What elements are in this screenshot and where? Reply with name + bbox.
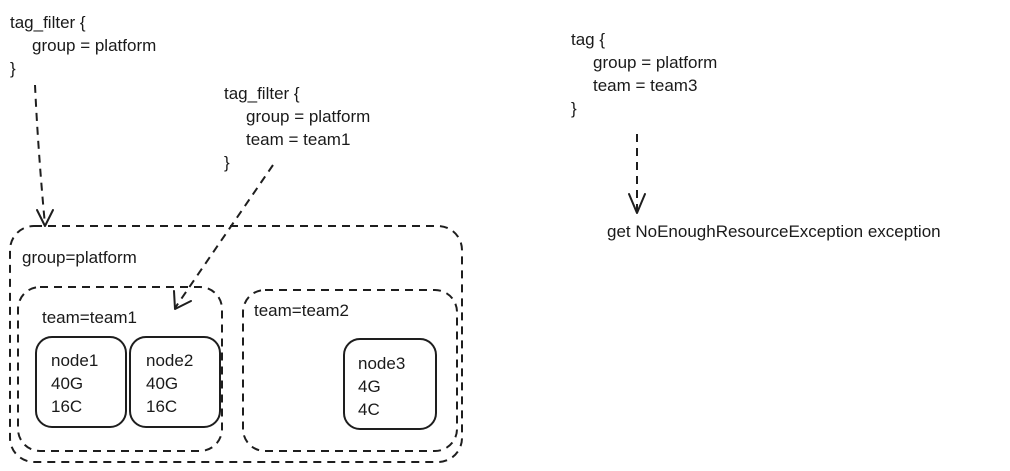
- filter2-group-line: group = platform: [246, 107, 371, 126]
- team1-box: [17, 286, 223, 452]
- tag-group-line: group = platform: [593, 53, 718, 72]
- group-platform-box: [9, 225, 463, 463]
- arrow-tag-head: [628, 193, 646, 214]
- node1-name: node1: [51, 351, 99, 370]
- node1-memory: 40G: [51, 374, 84, 393]
- filter2-close: }: [224, 153, 230, 172]
- node2-name: node2: [146, 351, 194, 370]
- arrow-filter2-to-team1: [174, 164, 274, 309]
- node3-box: [343, 338, 437, 430]
- node2-box: [129, 336, 221, 428]
- node3-cpu: 4C: [358, 400, 380, 419]
- team1-label: team=team1: [42, 308, 137, 327]
- arrow-filter2-head: [173, 290, 192, 310]
- node2-memory: 40G: [146, 374, 179, 393]
- node1-cpu: 16C: [51, 397, 83, 416]
- tag-team-line: team = team3: [593, 76, 698, 95]
- node3-name: node3: [358, 354, 406, 373]
- arrow-filter1-head: [36, 209, 54, 227]
- group-platform-label: group=platform: [22, 248, 137, 267]
- node3-memory: 4G: [358, 377, 381, 396]
- tag-open: tag {: [571, 30, 606, 49]
- filter1-close: }: [10, 59, 16, 78]
- tag-close: }: [571, 99, 577, 118]
- node2-cpu: 16C: [146, 397, 178, 416]
- filter2-team-line: team = team1: [246, 130, 351, 149]
- team2-label: team=team2: [254, 301, 349, 320]
- node1-box: [35, 336, 127, 428]
- exception-result-text: get NoEnoughResourceException exception: [607, 222, 941, 241]
- arrow-filter1-to-platform: [34, 84, 46, 226]
- team2-box: [242, 289, 458, 452]
- filter1-group-line: group = platform: [32, 36, 157, 55]
- filter2-open: tag_filter {: [224, 84, 300, 103]
- filter1-open: tag_filter {: [10, 13, 86, 32]
